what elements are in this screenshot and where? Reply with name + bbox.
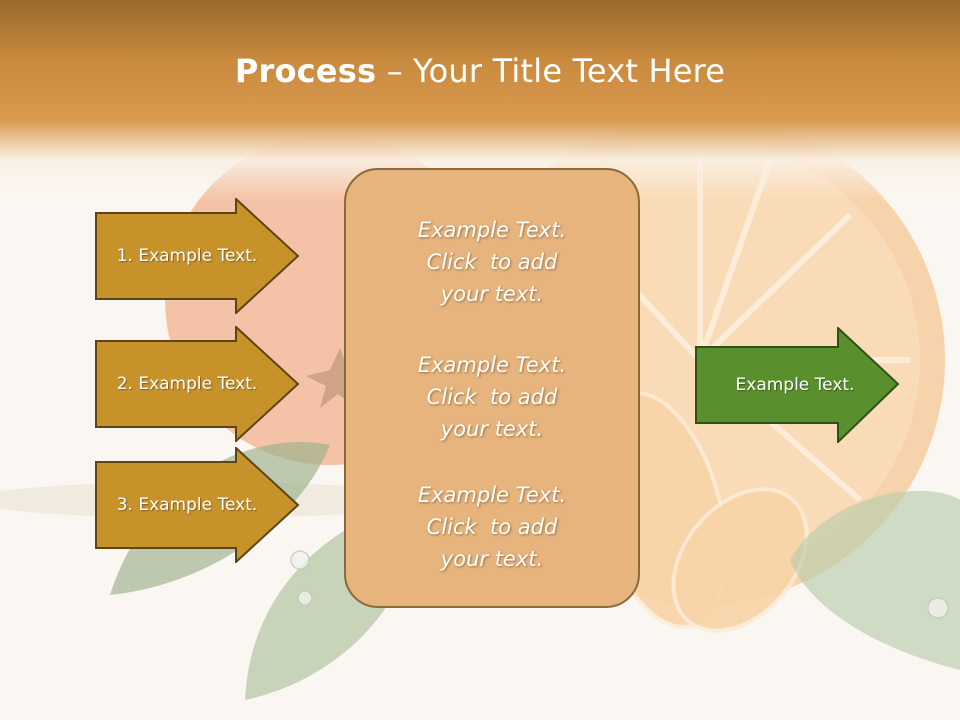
center-block-1-line-1: Example Text.: [417, 218, 567, 242]
title-rest: – Your Title Text Here: [376, 52, 726, 90]
step-label-1: 1. Example Text.: [116, 246, 258, 266]
step-arrow-1[interactable]: 1. Example Text.: [95, 198, 300, 314]
result-arrow[interactable]: Example Text.: [695, 327, 900, 443]
title-bold: Process: [234, 52, 377, 90]
orange-slice-2: [671, 487, 809, 633]
arrow-shape-2: [95, 326, 300, 442]
step-arrow-2[interactable]: 2. Example Text.: [95, 326, 300, 442]
center-block-1-line-3: your text.: [440, 282, 544, 306]
water-drop-3: [927, 597, 949, 619]
center-block-2-line-2: Click to add: [426, 385, 558, 409]
step-arrow-3[interactable]: 3. Example Text.: [95, 447, 300, 563]
step-label-2: 2. Example Text.: [116, 374, 258, 394]
result-arrow-shape: [695, 327, 900, 443]
center-block-1: Example Text. Click to add your text.: [346, 214, 638, 310]
center-block-1-line-2: Click to add: [426, 250, 558, 274]
center-text-box[interactable]: Example Text. Click to add your text. Ex…: [344, 168, 640, 608]
arrow-shape-1: [95, 198, 300, 314]
slide-title[interactable]: Process – Your Title Text Here: [0, 52, 960, 90]
center-block-2-line-1: Example Text.: [417, 353, 567, 377]
orange-stem-star: [306, 348, 370, 408]
center-block-2: Example Text. Click to add your text.: [346, 349, 638, 445]
water-drop-2: [297, 590, 313, 606]
leaf-right: [790, 490, 960, 670]
arrow-shape-3: [95, 447, 300, 563]
center-block-3: Example Text. Click to add your text.: [346, 479, 638, 575]
center-block-3-line-2: Click to add: [426, 515, 558, 539]
step-label-3: 3. Example Text.: [116, 495, 258, 515]
title-header-band: [0, 0, 960, 200]
center-block-2-line-3: your text.: [440, 417, 544, 441]
center-block-3-line-1: Example Text.: [417, 483, 567, 507]
result-label: Example Text.: [735, 375, 855, 395]
center-block-3-line-3: your text.: [440, 547, 544, 571]
water-drop-1: [290, 550, 310, 570]
